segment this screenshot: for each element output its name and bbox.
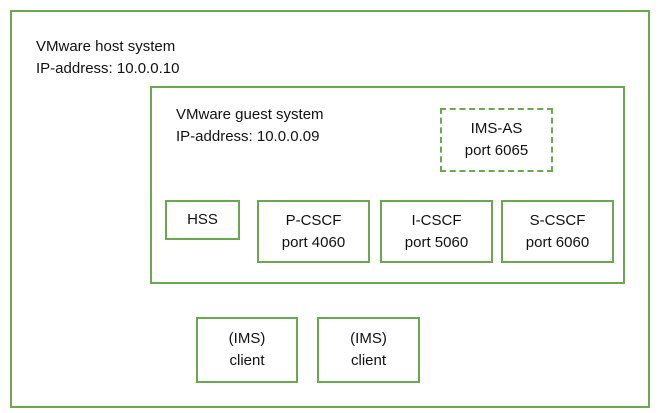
host-title: VMware host system: [36, 38, 176, 55]
i-cscf-name: I-CSCF: [411, 211, 462, 229]
ims-as-name: IMS-AS: [470, 120, 523, 137]
s-cscf-port: port 6060: [525, 233, 590, 251]
host-ip: IP-address: 10.0.0.10: [36, 60, 180, 77]
p-cscf-box: P-CSCF port 4060: [257, 200, 370, 263]
p-cscf-port: port 4060: [281, 233, 346, 251]
ims-as-box: IMS-AS port 6065: [440, 108, 553, 172]
hss-box: HSS: [165, 200, 240, 240]
guest-ip: IP-address: 10.0.0.09: [176, 128, 320, 145]
client-box: (IMS) client: [317, 317, 420, 383]
client-line1: (IMS): [350, 330, 387, 347]
client-line2: client: [229, 352, 265, 369]
hss-name: HSS: [187, 211, 218, 228]
client-line2: client: [350, 352, 387, 369]
guest-title: VMware guest system: [176, 106, 324, 123]
s-cscf-box: S-CSCF port 6060: [501, 200, 614, 263]
client-line1: (IMS): [228, 330, 266, 347]
client-box: (IMS) client: [196, 317, 298, 383]
p-cscf-name: P-CSCF: [285, 211, 342, 229]
ims-as-port: port 6065: [464, 142, 529, 159]
i-cscf-box: I-CSCF port 5060: [380, 200, 493, 263]
s-cscf-name: S-CSCF: [529, 211, 586, 229]
i-cscf-port: port 5060: [404, 233, 469, 251]
